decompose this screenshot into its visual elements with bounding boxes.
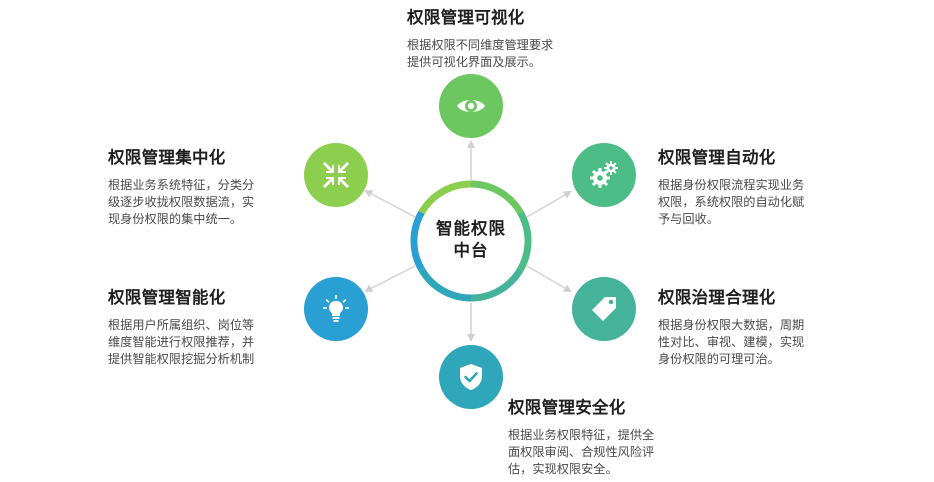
desc-centralization: 根据业务系统特征，分类分 级逐步收拢权限数据流，实 现身份权限的集中统一。 [108, 178, 255, 226]
block-automation: 权限管理自动化 根据身份权限流程实现业务 权限，系统权限的自动化赋 予与回收。 [658, 148, 848, 228]
center-label-line1: 智能权限 [436, 219, 506, 238]
center-label-line2: 中台 [453, 241, 489, 260]
block-intelligence: 权限管理智能化 根据用户所属组织、岗位等 维度智能进行权限推荐，并 提供智能权限… [108, 288, 288, 368]
node-security [439, 345, 503, 409]
connector-lower-right [526, 265, 572, 293]
eye-icon [457, 100, 485, 112]
node-intelligence [304, 277, 368, 341]
title-governance: 权限治理合理化 [658, 288, 776, 307]
desc-governance: 根据身份权限大数据，周期 性对比、审视、建模，实现 身份权限的可理可治。 [658, 318, 805, 366]
block-security: 权限管理安全化 根据业务权限特征，提供全 面权限审阅、合规性风险评 估，实现权限… [508, 398, 698, 478]
lightbulb-icon [323, 295, 349, 322]
center-label: 智能权限 中台 [421, 218, 521, 262]
title-intelligence: 权限管理智能化 [108, 288, 226, 307]
compress-arrows-icon [323, 162, 349, 188]
title-automation: 权限管理自动化 [658, 148, 776, 167]
node-automation [572, 143, 636, 207]
block-visualization: 权限管理可视化 根据权限不同维度管理要求 提供可视化界面及展示。 [407, 8, 597, 71]
block-centralization: 权限管理集中化 根据业务系统特征，分类分 级逐步收拢权限数据流，实 现身份权限的… [108, 148, 288, 228]
block-governance: 权限治理合理化 根据身份权限大数据，周期 性对比、审视、建模，实现 身份权限的可… [658, 288, 848, 368]
title-visualization: 权限管理可视化 [407, 8, 525, 27]
title-security: 权限管理安全化 [508, 398, 626, 417]
node-visualization [439, 74, 503, 138]
node-governance [572, 277, 636, 341]
connector-lower-left [364, 265, 416, 292]
desc-intelligence: 根据用户所属组织、岗位等 维度智能进行权限推荐，并 提供智能权限挖掘分析机制 [108, 318, 255, 366]
connector-upper-left [364, 190, 416, 218]
desc-security: 根据业务权限特征，提供全 面权限审阅、合规性风险评 估，实现权限安全。 [508, 428, 655, 476]
gears-icon [590, 161, 618, 188]
desc-automation: 根据身份权限流程实现业务 权限，系统权限的自动化赋 予与回收。 [658, 178, 805, 226]
center-ring [410, 180, 532, 302]
desc-visualization: 根据权限不同维度管理要求 提供可视化界面及展示。 [407, 38, 554, 69]
shield-check-icon [460, 364, 482, 390]
connector-upper-right [526, 190, 572, 218]
tag-icon [592, 297, 616, 321]
title-centralization: 权限管理集中化 [108, 148, 226, 167]
node-centralization [304, 143, 368, 207]
